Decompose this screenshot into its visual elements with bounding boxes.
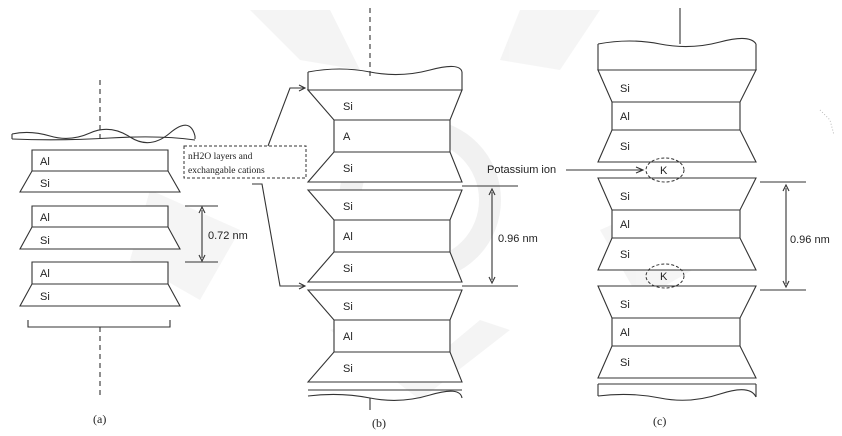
- spacing-label-c: 0.96 nm: [790, 234, 830, 246]
- label-si: Si: [40, 235, 50, 247]
- label-si: Si: [40, 178, 50, 190]
- layer-al-3: [32, 262, 168, 284]
- ion-label: Potassium ion: [487, 164, 556, 176]
- svg-text:K: K: [660, 165, 668, 177]
- structure-c: Si Al Si Si Al Si Si Al Si K K Potassium…: [487, 8, 830, 428]
- svg-text:Si: Si: [343, 163, 353, 175]
- svg-text:K: K: [660, 271, 668, 283]
- svg-text:Si: Si: [343, 363, 353, 375]
- label-al: Al: [40, 268, 50, 280]
- svg-text:Si: Si: [620, 83, 630, 95]
- svg-text:Si: Si: [343, 301, 353, 313]
- layer-al-1: [32, 150, 168, 171]
- svg-text:Al: Al: [343, 231, 353, 243]
- label-al: Al: [40, 156, 50, 168]
- svg-text:Si: Si: [620, 249, 630, 261]
- svg-text:Si: Si: [343, 201, 353, 213]
- caption-b: (b): [372, 416, 386, 430]
- layer-al-2: [32, 206, 168, 227]
- svg-text:Si: Si: [620, 299, 630, 311]
- svg-text:Al: Al: [620, 327, 630, 339]
- spacing-label-b: 0.96 nm: [498, 233, 538, 245]
- svg-text:Al: Al: [620, 111, 630, 123]
- caption-a: (a): [93, 412, 106, 426]
- svg-text:Si: Si: [343, 263, 353, 275]
- svg-text:Si: Si: [620, 141, 630, 153]
- spacing-label-a: 0.72 nm: [208, 230, 248, 242]
- note-line-2: exchangable cations: [188, 166, 265, 176]
- svg-text:Si: Si: [620, 191, 630, 203]
- label-al: Al: [40, 212, 50, 224]
- caption-c: (c): [653, 414, 666, 428]
- note-line-1: nH2O layers and: [188, 152, 253, 162]
- svg-text:Si: Si: [620, 357, 630, 369]
- svg-text:A: A: [343, 131, 351, 143]
- svg-text:Si: Si: [343, 101, 353, 113]
- label-si: Si: [40, 291, 50, 303]
- svg-text:Al: Al: [343, 331, 353, 343]
- svg-text:Al: Al: [620, 219, 630, 231]
